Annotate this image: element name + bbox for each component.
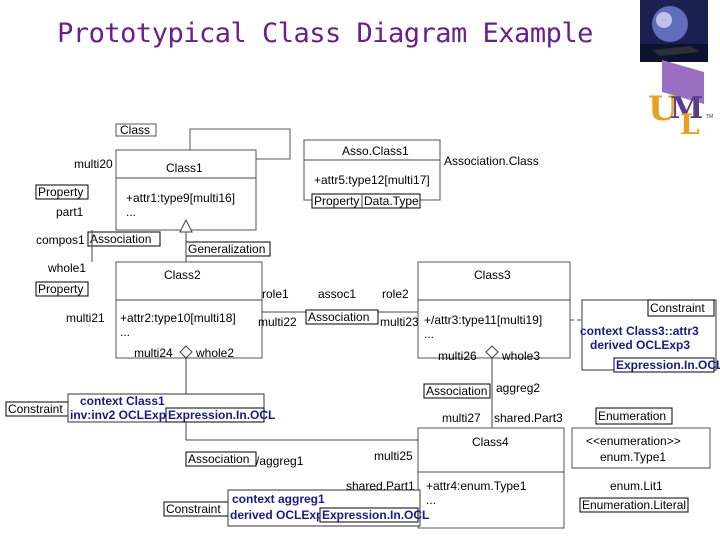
association-label-1: Association xyxy=(90,232,151,246)
expression-label-1: Expression.In.OCL xyxy=(616,358,720,372)
class2-ellipsis: ... xyxy=(120,325,130,339)
whole1-label: whole1 xyxy=(47,261,86,275)
property-label-2: Property xyxy=(314,194,359,208)
class2-name: Class2 xyxy=(164,268,201,282)
attr2-label: +attr2:type10[multi18] xyxy=(120,311,236,325)
uml-logo-m: M xyxy=(670,91,703,126)
class3-box[interactable] xyxy=(417,261,571,359)
class4-ellipsis: ... xyxy=(426,493,436,507)
class-tag-box xyxy=(115,123,157,137)
enum-type1-name: enum.Type1 xyxy=(600,450,666,464)
property-datatype-tag xyxy=(311,193,421,209)
class-tag: Class xyxy=(120,123,150,137)
uml-logo-tm: TM xyxy=(706,114,713,120)
generalization-label: Generalization xyxy=(188,242,265,256)
ctx-class1-line1: context Class1 xyxy=(80,394,165,408)
enum-lit1-label: enum.Lit1 xyxy=(610,479,663,493)
page-title: Prototypical Class Diagram Example xyxy=(57,18,593,49)
data-type-label: Data.Type xyxy=(364,194,419,208)
property-label-1: Property xyxy=(38,185,83,199)
enumeration-label: Enumeration xyxy=(598,409,666,423)
expression-tag-3 xyxy=(319,507,419,523)
expression-label-2: Expression.In.OCL xyxy=(168,408,275,422)
uml-logo-l: L xyxy=(680,108,700,141)
ctx-class3-line2: derived OCLExp3 xyxy=(590,338,690,352)
class3-ellipsis: ... xyxy=(424,327,434,341)
property-label-3: Property xyxy=(38,282,83,296)
enumeration-tag xyxy=(595,407,673,425)
asso-class1-box[interactable] xyxy=(303,139,441,201)
association-label-2: Association xyxy=(308,310,369,324)
multi22-label: multi22 xyxy=(258,315,297,329)
class1-ellipsis: ... xyxy=(126,205,136,219)
ctx-aggreg1-line1: context aggreg1 xyxy=(232,492,325,506)
class4-name: Class4 xyxy=(472,435,509,449)
assoc1-label: assoc1 xyxy=(318,287,356,301)
constraint-label-1: Constraint xyxy=(650,301,705,315)
association-label-4: Association xyxy=(188,452,249,466)
association-tag-2 xyxy=(305,309,379,325)
enum-type1-box[interactable] xyxy=(571,427,711,469)
association-tag-1 xyxy=(87,231,161,247)
corner-photo xyxy=(640,0,708,62)
class2-box[interactable] xyxy=(115,261,263,359)
ctx-aggreg1-line2: derived OCLExp xyxy=(230,508,323,522)
class1-box[interactable] xyxy=(115,149,257,231)
ctx-class1-line2: inv:inv2 OCLExp xyxy=(70,408,166,422)
association-tag-3 xyxy=(423,383,491,399)
multi24-label: multi24 xyxy=(134,346,173,360)
attr1-label: +attr1:type9[multi16] xyxy=(126,191,235,205)
multi26-label: multi26 xyxy=(438,349,477,363)
aggreg1-label: /aggreg1 xyxy=(256,454,304,468)
attr4-label: +attr4:enum.Type1 xyxy=(426,479,527,493)
uml-logo: U M L TM xyxy=(648,60,713,141)
association-tag-4 xyxy=(185,451,257,467)
shared-part3-label: shared.Part3 xyxy=(494,411,563,425)
association-class-label: Association.Class xyxy=(444,154,539,168)
expression-label-3: Expression.In.OCL xyxy=(322,508,429,522)
class3-name: Class3 xyxy=(474,268,511,282)
property-tag-3 xyxy=(35,281,89,297)
role2-label: role2 xyxy=(382,287,409,301)
whole3-label: whole3 xyxy=(501,349,540,363)
attr3-label: +/attr3:type11[multi19] xyxy=(424,313,542,327)
class1-name: Class1 xyxy=(166,161,203,175)
expression-tag-2 xyxy=(165,407,265,423)
role1-label: role1 xyxy=(262,287,289,301)
expression-tag-1 xyxy=(613,357,715,373)
association-label-3: Association xyxy=(426,384,487,398)
enumeration-literal-tag xyxy=(579,497,689,513)
multi23-label: multi23 xyxy=(380,315,419,329)
uml-logo-u: U xyxy=(648,89,678,129)
class4-box[interactable] xyxy=(417,427,565,529)
multi25-label: multi25 xyxy=(374,449,413,463)
ctx-class3-line1: context Class3::attr3 xyxy=(580,324,699,338)
enum-stereotype: <<enumeration>> xyxy=(586,434,681,448)
constraint-label-2: Constraint xyxy=(8,402,63,416)
whole2-label: whole2 xyxy=(195,346,234,360)
compos1-label: compos1 xyxy=(36,233,85,247)
constraint-label-3: Constraint xyxy=(166,502,221,516)
multi27-label: multi27 xyxy=(442,411,481,425)
attr5-label: +attr5:type12[multi17] xyxy=(314,173,430,187)
aggreg2-label: aggreg2 xyxy=(496,381,540,395)
multi20-label: multi20 xyxy=(74,157,113,171)
multi21-label: multi21 xyxy=(66,311,105,325)
enumeration-literal-label: Enumeration.Literal xyxy=(582,498,686,512)
part1-label: part1 xyxy=(56,205,84,219)
constraint-tag-1 xyxy=(647,299,715,317)
property-tag-1 xyxy=(35,184,89,200)
asso-class1-name: Asso.Class1 xyxy=(342,144,409,158)
